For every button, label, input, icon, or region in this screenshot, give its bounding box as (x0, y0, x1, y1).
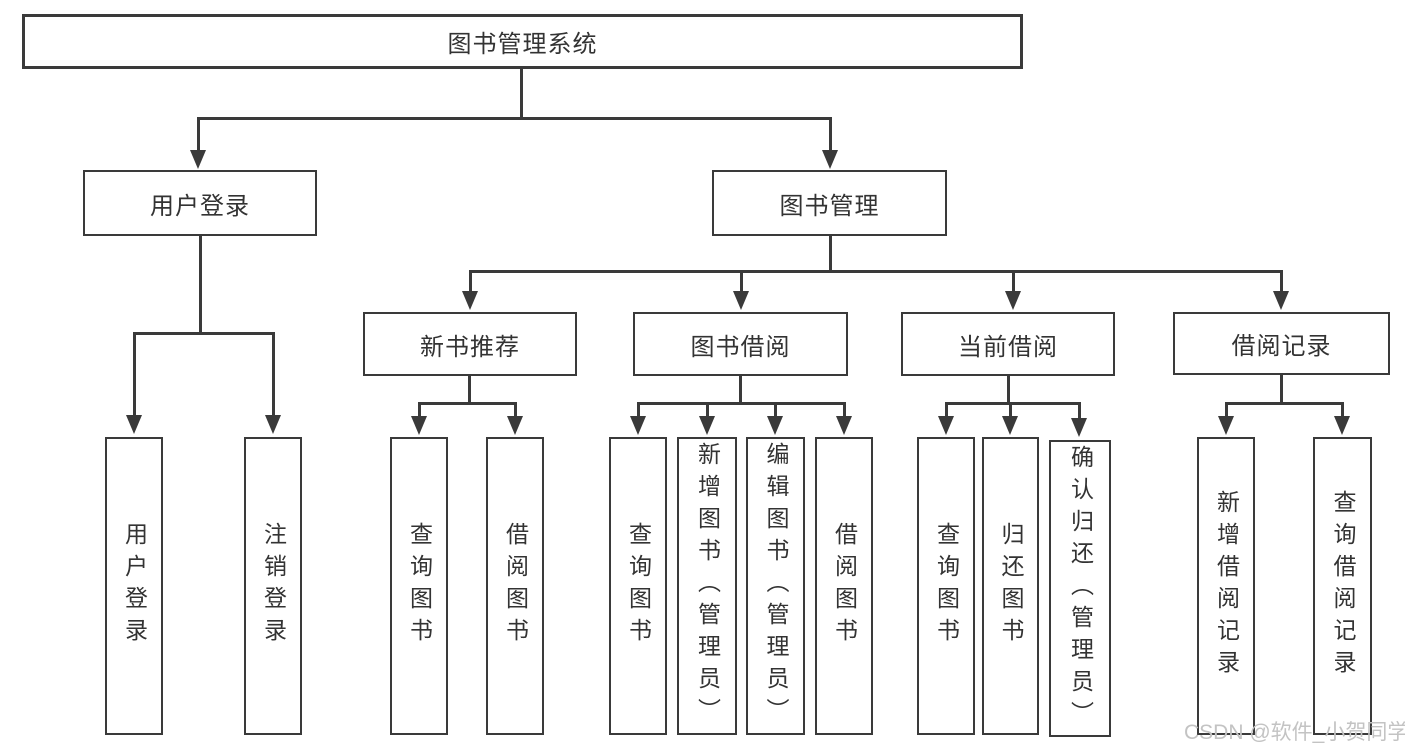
leaf-label: 归还图书 (998, 522, 1024, 650)
arrowhead-down (1334, 416, 1350, 435)
connector-line (469, 270, 1282, 273)
connector-line (829, 236, 832, 272)
leaf-query-books-current: 查询图书 (917, 437, 975, 735)
connector-line (637, 402, 640, 418)
leaf-label: 编辑图书（管理员） (763, 442, 789, 730)
node-label: 图书管理系统 (447, 31, 598, 58)
leaf-query-books-recommend: 查询图书 (390, 437, 448, 735)
node-new-book-recommend: 新书推荐 (363, 312, 577, 376)
connector-line (739, 376, 742, 404)
leaf-add-books-admin: 新增图书（管理员） (677, 437, 737, 735)
leaf-edit-books-admin: 编辑图书（管理员） (746, 437, 805, 735)
connector-line (520, 69, 523, 119)
connector-line (1007, 376, 1010, 404)
leaf-label: 注销登录 (260, 522, 287, 650)
arrowhead-down (265, 415, 281, 434)
arrowhead-down (699, 416, 715, 435)
arrowhead-down (411, 416, 427, 435)
arrowhead-down (126, 415, 142, 434)
connector-line (1078, 402, 1081, 418)
leaf-return-books: 归还图书 (982, 437, 1039, 735)
connector-line (1341, 402, 1344, 418)
connector-line (829, 117, 832, 152)
leaf-label: 查询图书 (625, 522, 652, 650)
connector-line (418, 402, 516, 405)
node-current-borrowing: 当前借阅 (901, 312, 1115, 376)
node-label: 图书借阅 (690, 333, 791, 361)
connector-line (945, 402, 948, 418)
leaf-confirm-return-admin: 确认归还（管理员） (1049, 440, 1111, 737)
leaf-borrow-books: 借阅图书 (815, 437, 873, 735)
arrowhead-down (1002, 416, 1018, 435)
connector-line (199, 236, 202, 335)
arrowhead-down (630, 416, 646, 435)
node-label: 图书管理 (779, 192, 880, 220)
node-borrowing-records: 借阅记录 (1173, 312, 1390, 375)
connector-line (774, 402, 777, 418)
connector-line (133, 332, 136, 416)
arrowhead-down (190, 150, 206, 169)
node-book-borrowing: 图书借阅 (633, 312, 848, 376)
node-label: 借阅记录 (1231, 333, 1332, 360)
arrowhead-down (462, 291, 478, 310)
node-book-management: 图书管理 (712, 170, 947, 236)
connector-line (843, 402, 846, 418)
node-label: 当前借阅 (958, 333, 1058, 361)
csdn-watermark: CSDN @软件_小贺同学 (1184, 721, 1405, 744)
leaf-query-borrow-record: 查询借阅记录 (1313, 437, 1372, 735)
connector-line (740, 270, 743, 293)
node-label: 用户登录 (150, 192, 250, 220)
leaf-borrow-books-recommend: 借阅图书 (486, 437, 544, 735)
connector-line (1225, 402, 1228, 418)
arrowhead-down (822, 150, 838, 169)
leaf-label: 查询借阅记录 (1330, 490, 1356, 682)
connector-line (514, 402, 517, 418)
connector-line (1009, 402, 1012, 418)
leaf-label: 查询图书 (406, 522, 433, 650)
connector-line (945, 402, 1081, 405)
arrowhead-down (1218, 416, 1234, 435)
leaf-logout: 注销登录 (244, 437, 302, 735)
connector-line (469, 270, 472, 293)
node-library-management-system: 图书管理系统 (22, 14, 1023, 69)
connector-line (1280, 375, 1283, 404)
leaf-label: 新增图书（管理员） (694, 442, 721, 730)
connector-line (1012, 270, 1015, 293)
connector-line (1225, 402, 1343, 405)
leaf-label: 借阅图书 (831, 522, 858, 650)
node-label: 新书推荐 (420, 333, 520, 361)
arrowhead-down (1071, 418, 1087, 437)
connector-line (706, 402, 709, 418)
leaf-label: 确认归还（管理员） (1067, 444, 1094, 733)
connector-line (197, 117, 200, 152)
arrowhead-down (507, 416, 523, 435)
arrowhead-down (767, 416, 783, 435)
arrowhead-down (938, 416, 954, 435)
leaf-label: 用户登录 (121, 522, 148, 650)
connector-line (418, 402, 421, 418)
arrowhead-down (836, 416, 852, 435)
leaf-user-login: 用户登录 (105, 437, 163, 735)
connector-line (133, 332, 274, 335)
arrowhead-down (1273, 291, 1289, 310)
leaf-label: 查询图书 (933, 522, 960, 650)
connector-line (468, 376, 471, 404)
arrowhead-down (1005, 291, 1021, 310)
leaf-label: 借阅图书 (502, 522, 529, 650)
arrowhead-down (733, 291, 749, 310)
leaf-label: 新增借阅记录 (1213, 490, 1240, 682)
connector-line (272, 332, 275, 416)
connector-line (637, 402, 845, 405)
leaf-add-borrow-record: 新增借阅记录 (1197, 437, 1255, 735)
node-user-login: 用户登录 (83, 170, 317, 236)
leaf-query-books-borrowing: 查询图书 (609, 437, 667, 735)
connector-line (197, 117, 832, 120)
connector-line (1280, 270, 1283, 293)
